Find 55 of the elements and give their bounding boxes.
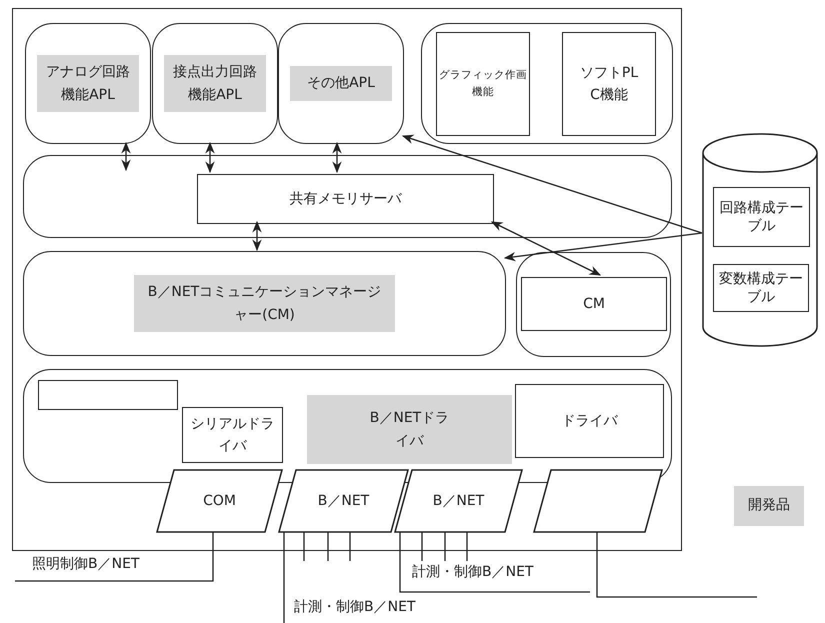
arrow <box>504 232 702 262</box>
table-box <box>713 264 809 312</box>
port-label: COM <box>202 492 237 511</box>
box-label: 回路構成テーブル <box>718 198 804 236</box>
box-label: 接点出力回路機能APL <box>164 55 266 112</box>
box-label: アナログ回路機能APL <box>37 55 139 112</box>
box-label: 共有メモリサーバ <box>288 190 403 209</box>
module-box <box>152 23 278 144</box>
box-label: 変数構成テーブル <box>718 270 804 306</box>
layer-band <box>23 369 672 483</box>
port-box <box>533 469 663 533</box>
box-label: ソフトPLC機能 <box>578 64 640 105</box>
table-box <box>713 187 810 247</box>
function-box <box>521 277 667 331</box>
network-line <box>399 532 590 593</box>
module-group-box <box>421 23 673 144</box>
arrow <box>205 142 215 174</box>
module-box <box>278 23 404 144</box>
box-label: CM <box>582 294 606 314</box>
arrow <box>121 142 131 172</box>
port-label: B／NET <box>432 492 486 511</box>
port-box <box>156 469 283 533</box>
module-box <box>516 252 671 357</box>
box-label: B／NETドライバ <box>368 409 450 450</box>
layer-band <box>23 155 672 238</box>
box-label: グラフィック作画機能 <box>438 68 528 100</box>
legend-label: 開発品 <box>747 496 791 514</box>
storage-cylinder <box>702 133 818 347</box>
function-box <box>562 32 656 136</box>
driver-box <box>515 384 664 458</box>
arrow <box>332 142 342 174</box>
module-box <box>23 251 506 356</box>
server-box <box>197 174 494 224</box>
arrow <box>402 134 702 234</box>
line-label: 計測・制御B／NET <box>292 598 418 616</box>
label-box <box>38 380 178 410</box>
network-line <box>15 532 214 582</box>
box-label: ドライバ <box>560 412 619 431</box>
network-line <box>596 532 757 598</box>
shaded-area <box>307 395 512 464</box>
function-box <box>436 32 530 136</box>
arrow <box>252 220 262 252</box>
box-label: その他APL <box>290 66 392 101</box>
port-box <box>394 469 523 533</box>
driver-box <box>182 407 283 463</box>
line-label: 計測・制御B／NET <box>410 563 536 581</box>
module-box <box>25 23 151 144</box>
system-frame <box>12 8 682 551</box>
box-label: シリアルドライバ <box>190 414 276 456</box>
network-line <box>283 532 285 623</box>
box-label: B／NETコミュニケーションマネージャー(CM) <box>134 275 395 332</box>
line-label: 照明制御B／NET <box>30 555 142 573</box>
port-label: B／NET <box>316 492 370 511</box>
port-box <box>278 469 409 533</box>
arrow <box>490 221 602 276</box>
